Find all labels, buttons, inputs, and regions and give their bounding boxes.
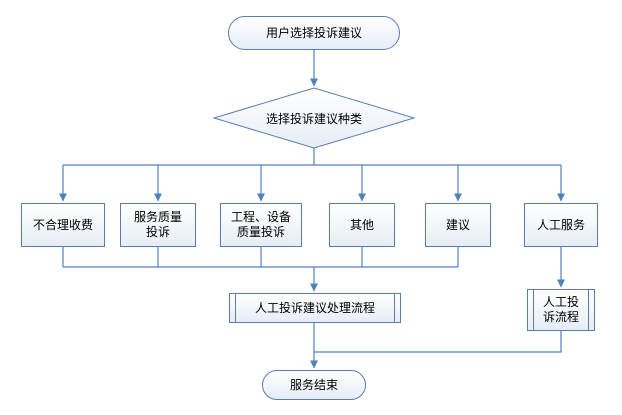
branch-other-label: 其他	[349, 217, 374, 232]
start-node: 用户选择投诉建议	[228, 16, 400, 50]
process-complaint-suggestion-flow: 人工投诉建议处理流程	[229, 293, 401, 323]
branch-suggestion: 建议	[425, 203, 491, 247]
branch-service-quality-label: 服务质量 投诉	[133, 210, 182, 239]
branch-suggestion-label: 建议	[445, 217, 470, 232]
branch-other: 其他	[329, 203, 395, 247]
branch-unreasonable-fee: 不合理收费	[21, 203, 105, 247]
start-node-label: 用户选择投诉建议	[265, 25, 362, 40]
connector-manual-complaint-to-join	[314, 331, 562, 353]
decision-node: 选择投诉建议种类	[214, 88, 414, 148]
branch-engineering-equipment: 工程、设备 质量投诉	[220, 203, 302, 247]
process-manual-complaint-flow-label: 人工投 诉流程	[542, 295, 579, 324]
end-node: 服务结束	[262, 370, 366, 400]
branch-unreasonable-fee-label: 不合理收费	[32, 217, 93, 232]
branch-service-quality: 服务质量 投诉	[120, 203, 196, 247]
branch-manual-service: 人工服务	[524, 203, 598, 247]
process-complaint-suggestion-flow-label: 人工投诉建议处理流程	[254, 300, 375, 315]
decision-diamond-shape	[212, 87, 416, 149]
branch-manual-service-label: 人工服务	[536, 217, 585, 232]
process-manual-complaint-flow: 人工投 诉流程	[527, 289, 595, 331]
decision-node-label: 选择投诉建议种类	[265, 111, 362, 126]
branch-engineering-equipment-label: 工程、设备 质量投诉	[230, 210, 291, 239]
end-node-label: 服务结束	[289, 377, 338, 392]
